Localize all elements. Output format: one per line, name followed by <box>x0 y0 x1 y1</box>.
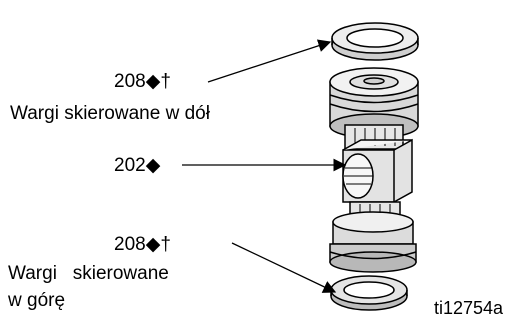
valve-housing-202 <box>342 138 413 203</box>
callout-bottom-part-number: 208◆† <box>114 234 171 255</box>
top-seal-ring <box>331 22 419 61</box>
figure-id: ti12754a <box>434 298 504 318</box>
leader-top-seal <box>207 39 332 83</box>
leader-bottom-seal <box>231 242 337 293</box>
callout-top-caption: Wargi skierowane w dół <box>10 103 210 124</box>
bottom-seal-ring <box>330 275 408 311</box>
callout-top-part-number: 208◆† <box>114 71 171 92</box>
callout-bottom-caption-line2: w górę <box>8 290 66 311</box>
callout-bottom-caption-line1: Wargi skierowane <box>8 263 169 284</box>
bottom-gland <box>329 211 417 273</box>
callout-middle-part-number: 202◆ <box>114 155 161 176</box>
